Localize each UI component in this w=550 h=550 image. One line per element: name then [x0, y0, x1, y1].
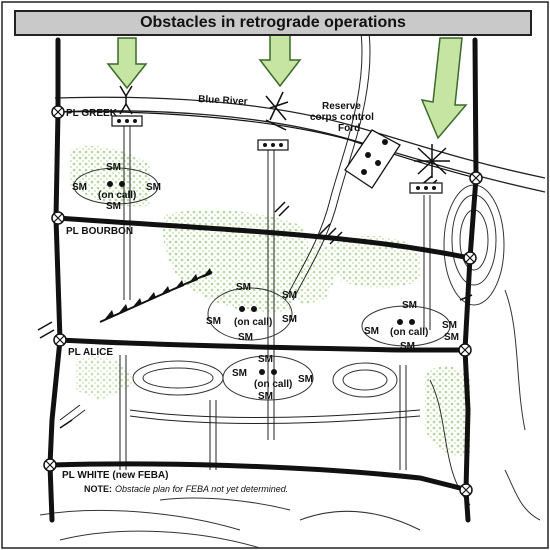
svg-text:SM: SM: [146, 182, 161, 193]
bridge-symbols: [119, 85, 450, 178]
reserve-label-line3: Ford: [338, 123, 360, 134]
svg-text:SM: SM: [298, 374, 313, 385]
svg-text:(on call): (on call): [234, 317, 272, 328]
svg-text:SM: SM: [236, 282, 251, 293]
road-cut-marks: [37, 175, 473, 429]
reserve-ford-block: [344, 129, 401, 189]
secondary-roads: [59, 24, 431, 470]
advance-arrow-center: [258, 34, 302, 88]
blue-river: [54, 96, 546, 193]
svg-text:SM: SM: [442, 320, 457, 331]
svg-text:SM: SM: [232, 368, 247, 379]
pl-white-label: PL WHITE (new FEBA): [62, 470, 168, 481]
svg-text:SM: SM: [238, 332, 253, 343]
svg-text:(on call): (on call): [98, 190, 136, 201]
svg-text:SM: SM: [282, 290, 297, 301]
minefield-nw: SM SM SM (on call) SM: [72, 162, 161, 212]
svg-text:SM: SM: [106, 162, 121, 173]
svg-text:(on call): (on call): [254, 379, 292, 390]
svg-text:(on call): (on call): [390, 327, 428, 338]
advance-arrow-west: [106, 37, 148, 90]
note-label: NOTE:: [84, 484, 112, 494]
terrain-contours: [39, 184, 541, 549]
svg-text:SM: SM: [400, 341, 415, 352]
svg-text:SM: SM: [258, 354, 273, 365]
note-text: Obstacle plan for FEBA not yet determine…: [115, 484, 288, 494]
svg-text:SM: SM: [364, 326, 379, 337]
svg-text:SM: SM: [258, 391, 273, 402]
pl-greek-label: PL GREEK: [66, 108, 118, 119]
reserve-label-line1: Reserve: [322, 101, 361, 112]
obstacle-boxes: [111, 115, 443, 194]
junction-crosses: [45, 107, 481, 495]
minefield-south: SM SM SM (on call) SM: [232, 354, 313, 402]
svg-text:SM: SM: [402, 300, 417, 311]
minefield-dots: [107, 181, 415, 375]
antitank-obstacle-line: [99, 268, 213, 323]
svg-text:SM: SM: [72, 182, 87, 193]
enemy-advance-arrows: [106, 34, 468, 140]
minefield-center: SM SM SM (on call) SM SM: [206, 282, 297, 343]
svg-text:SM: SM: [206, 316, 221, 327]
pl-greek-line: [57, 111, 477, 179]
pl-bourbon-label: PL BOURBON: [66, 226, 133, 237]
svg-text:SM: SM: [282, 314, 297, 325]
minefield-east: SM SM SM (on call) SM SM: [364, 300, 459, 352]
minefield-outlines: [73, 167, 451, 401]
river-label: Blue River: [198, 94, 248, 108]
pl-alice-label: PL ALICE: [68, 347, 113, 358]
svg-text:SM: SM: [444, 332, 459, 343]
svg-text:SM: SM: [106, 201, 121, 212]
advance-arrow-east: [420, 37, 468, 140]
map-title: Obstacles in retrograde operations: [14, 10, 532, 36]
reserve-label-line2: corps control: [310, 112, 374, 123]
